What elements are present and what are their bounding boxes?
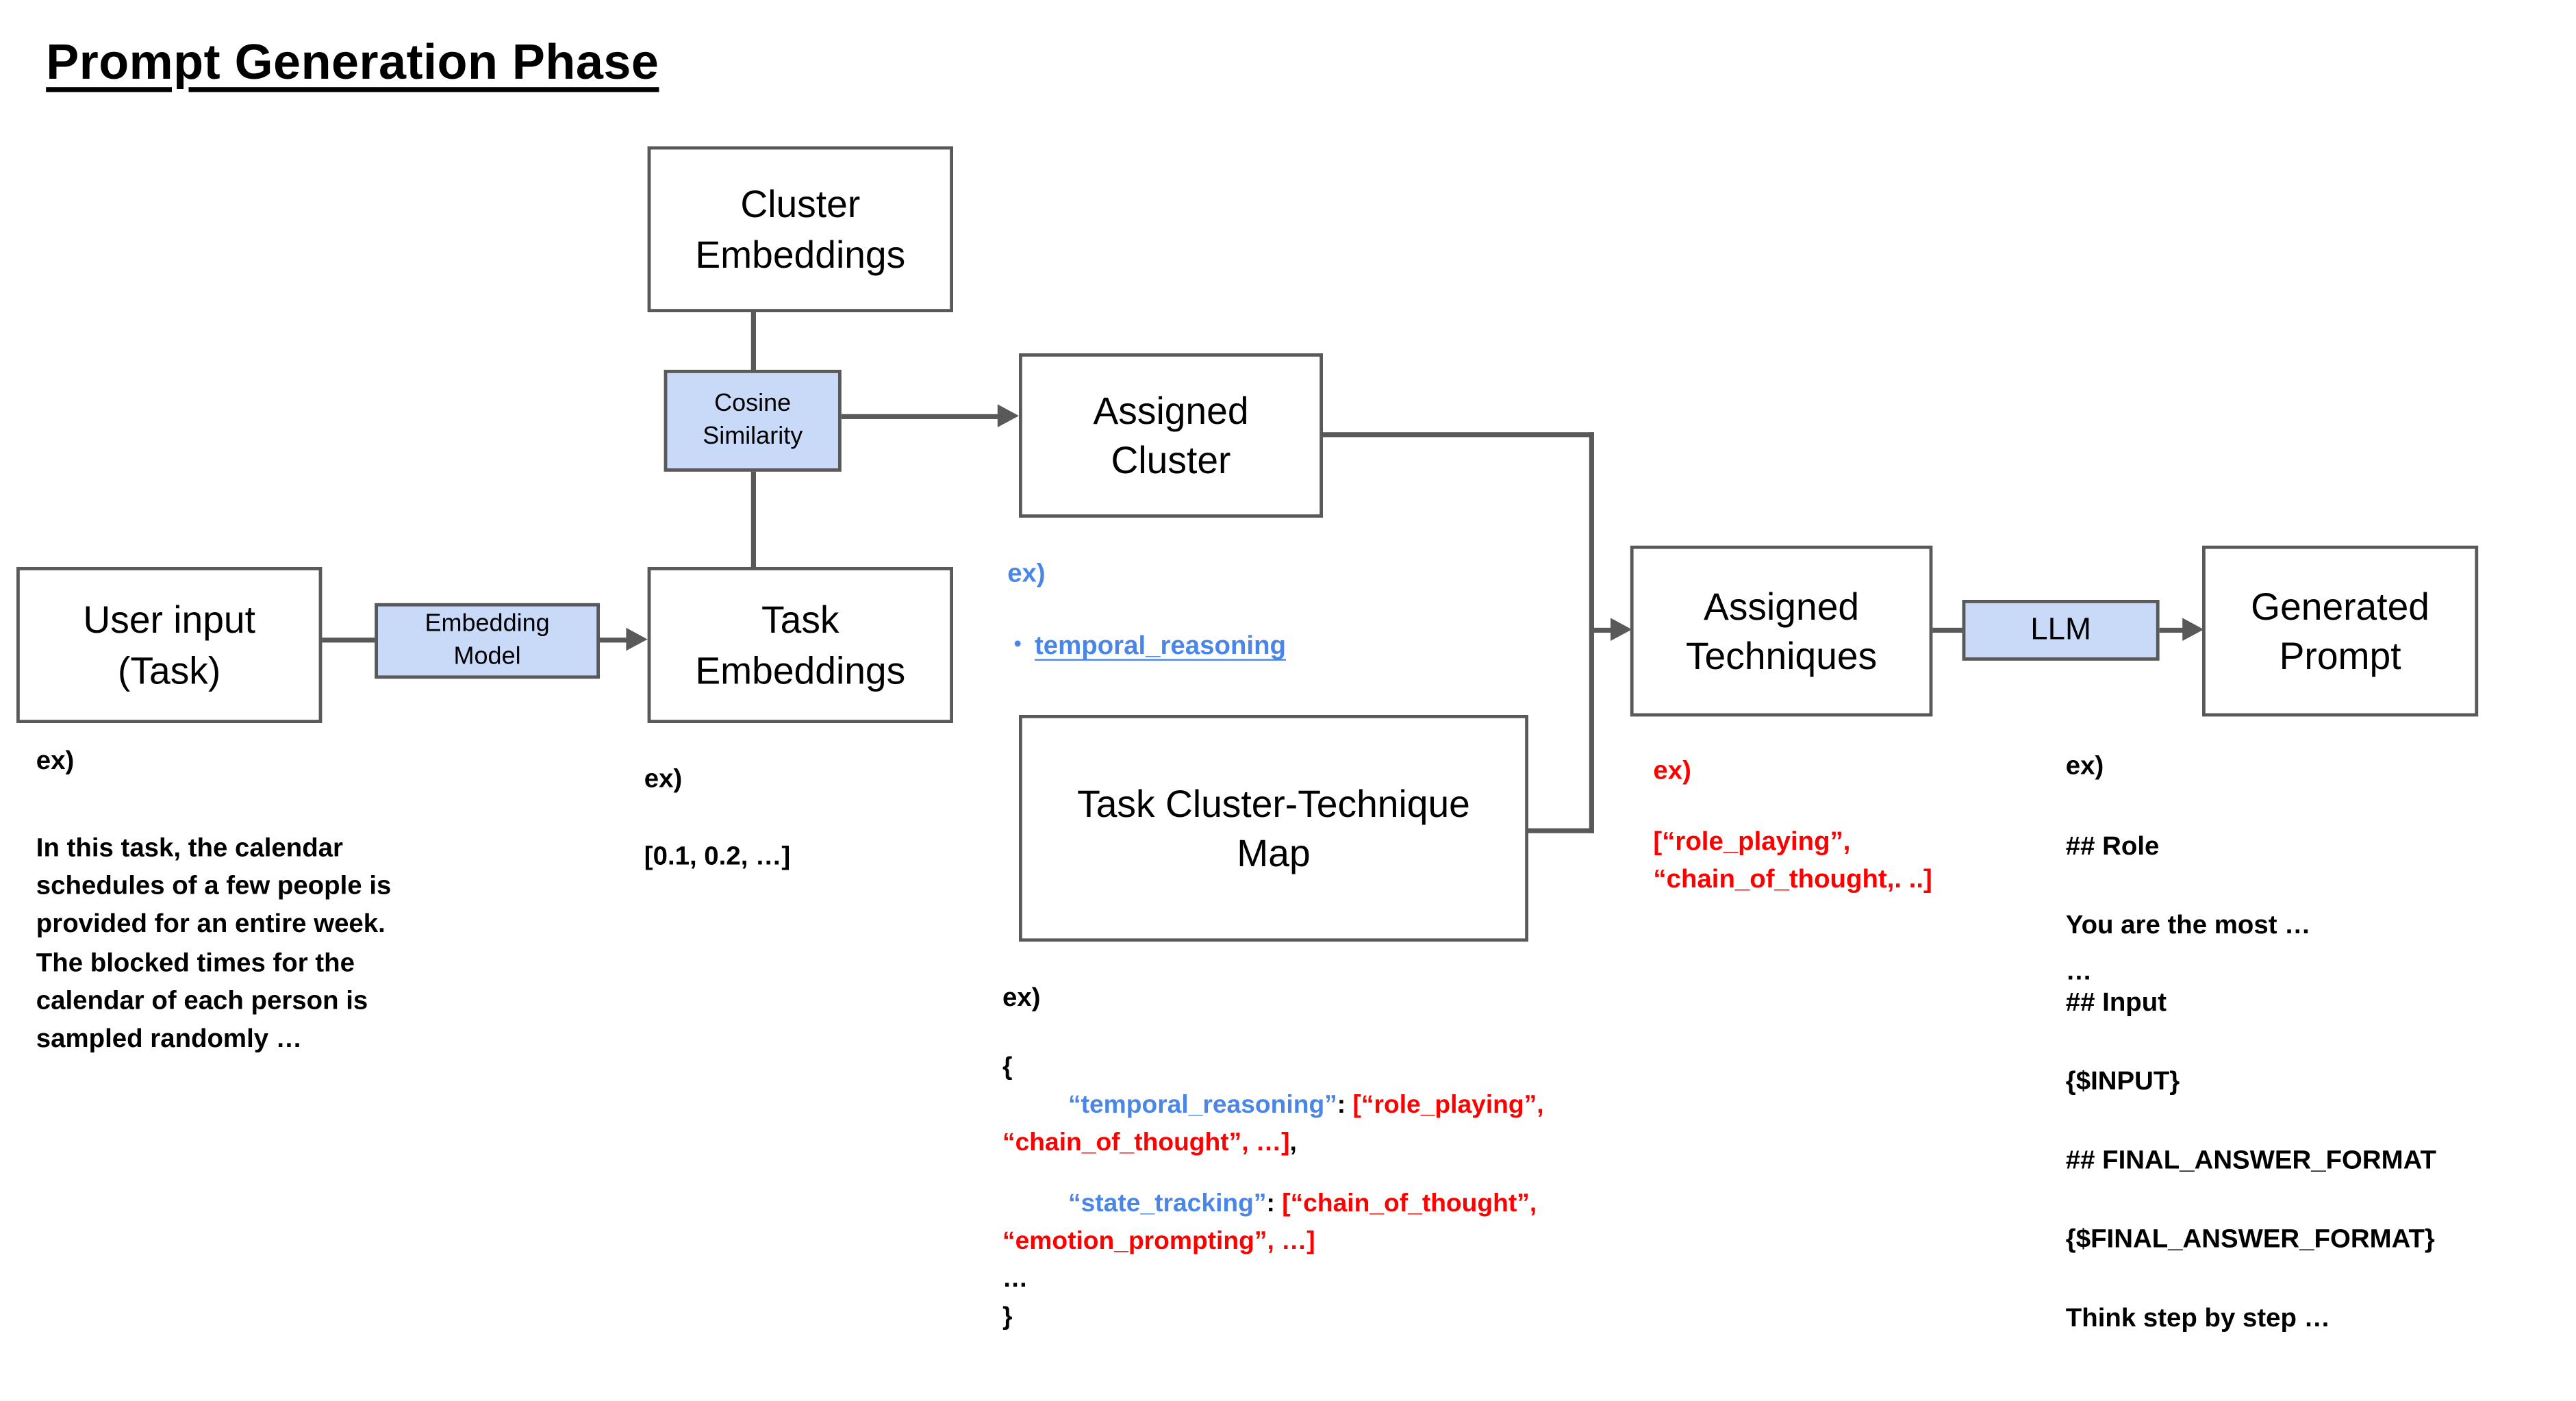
connector-cosine-to-assignedcluster — [841, 414, 1000, 419]
generated-prompt-example-label: ex) — [2065, 753, 2104, 781]
assigned-techniques-example-line2: “chain_of_thought,. ..] — [1653, 866, 1932, 894]
node-task-embeddings: Task Embeddings — [647, 567, 953, 723]
node-assigned-cluster-label: Assigned Cluster — [1093, 388, 1249, 482]
code-line-temporal-wrap: “chain_of_thought”, …], — [1002, 1128, 1297, 1157]
code-line-state: “state_tracking”: [“chain_of_thought”, — [1068, 1189, 1537, 1218]
node-cluster-embeddings-label: Cluster Embeddings — [695, 182, 906, 276]
prompt-line-input-header: ## Input — [2065, 989, 2167, 1018]
prompt-line-think-step: Think step by step … — [2065, 1304, 2331, 1333]
node-user-input: User input (Task) — [16, 567, 323, 723]
node-cluster-embeddings: Cluster Embeddings — [647, 146, 953, 313]
page-title: Prompt Generation Phase — [46, 36, 659, 90]
code-ellipsis: … — [1002, 1265, 1028, 1293]
map-example-code: { “temporal_reasoning”: [“role_playing”,… — [1002, 1048, 1544, 1336]
map-example-label: ex) — [1002, 984, 1041, 1013]
node-llm: LLM — [1962, 600, 2160, 661]
code-line-temporal: “temporal_reasoning”: [“role_playing”, — [1068, 1091, 1544, 1120]
code-blank-line — [1002, 1162, 1544, 1185]
connector-assignedtechniques-to-llm — [1932, 627, 1962, 633]
node-user-input-label: User input (Task) — [83, 598, 255, 692]
user-input-example-label: ex) — [36, 748, 75, 776]
node-assigned-cluster: Assigned Cluster — [1019, 353, 1324, 518]
code-open-brace: { — [1002, 1053, 1013, 1082]
prompt-line-role: ## Role — [2065, 833, 2160, 861]
prompt-line-you-are: You are the most … — [2065, 912, 2311, 940]
connector-assignedcluster-top — [1323, 432, 1594, 438]
user-input-example-text: In this task, the calendar schedules of … — [36, 835, 392, 1054]
code-line-state-wrap: “emotion_prompting”, …] — [1002, 1227, 1315, 1256]
node-cosine-similarity: Cosine Similarity — [664, 370, 842, 472]
prompt-line-faf-header: ## FINAL_ANSWER_FORMAT — [2065, 1147, 2437, 1176]
node-embedding-model-label: Embedding Model — [425, 609, 550, 671]
assigned-techniques-example-label: ex) — [1653, 757, 1691, 786]
node-cosine-similarity-label: Cosine Similarity — [703, 389, 803, 451]
task-embeddings-example-value: [0.1, 0.2, …] — [644, 843, 791, 871]
task-embeddings-example-label: ex) — [644, 766, 683, 794]
connector-llm-to-generatedprompt — [2159, 627, 2186, 633]
arrowhead-into-assigned-techniques — [1611, 618, 1632, 642]
temporal-reasoning-link[interactable]: temporal_reasoning — [1034, 633, 1287, 661]
connector-vertical-merge — [1589, 432, 1594, 833]
code-close-brace: } — [1002, 1303, 1013, 1332]
connector-map-to-merge — [1528, 828, 1594, 833]
assigned-cluster-example-item: • temporal_reasoning — [1014, 628, 1286, 666]
node-task-cluster-technique-map-label: Task Cluster-Technique Map — [1077, 781, 1470, 874]
node-llm-label: LLM — [2030, 612, 2091, 647]
arrowhead-into-task-embeddings — [626, 627, 648, 651]
node-task-embeddings-label: Task Embeddings — [695, 598, 906, 692]
node-generated-prompt: Generated Prompt — [2202, 545, 2479, 717]
assigned-techniques-example-line1: [“role_playing”, — [1653, 828, 1851, 857]
node-generated-prompt-label: Generated Prompt — [2251, 584, 2430, 677]
assigned-cluster-example-label: ex) — [1007, 560, 1046, 589]
prompt-line-faf-var: {$FINAL_ANSWER_FORMAT} — [2065, 1226, 2435, 1254]
connector-merge-to-assignedtechniques — [1591, 627, 1614, 633]
node-embedding-model: Embedding Model — [375, 603, 601, 679]
arrowhead-into-assigned-cluster — [997, 404, 1019, 427]
node-assigned-techniques-label: Assigned Techniques — [1685, 584, 1878, 677]
node-assigned-techniques: Assigned Techniques — [1630, 545, 1933, 717]
prompt-line-input-var: {$INPUT} — [2065, 1068, 2180, 1096]
arrowhead-into-generated-prompt — [2182, 618, 2204, 642]
bullet-icon: • — [1013, 631, 1022, 656]
prompt-line-ellipsis: … — [2065, 958, 2093, 986]
node-task-cluster-technique-map: Task Cluster-Technique Map — [1019, 715, 1528, 942]
